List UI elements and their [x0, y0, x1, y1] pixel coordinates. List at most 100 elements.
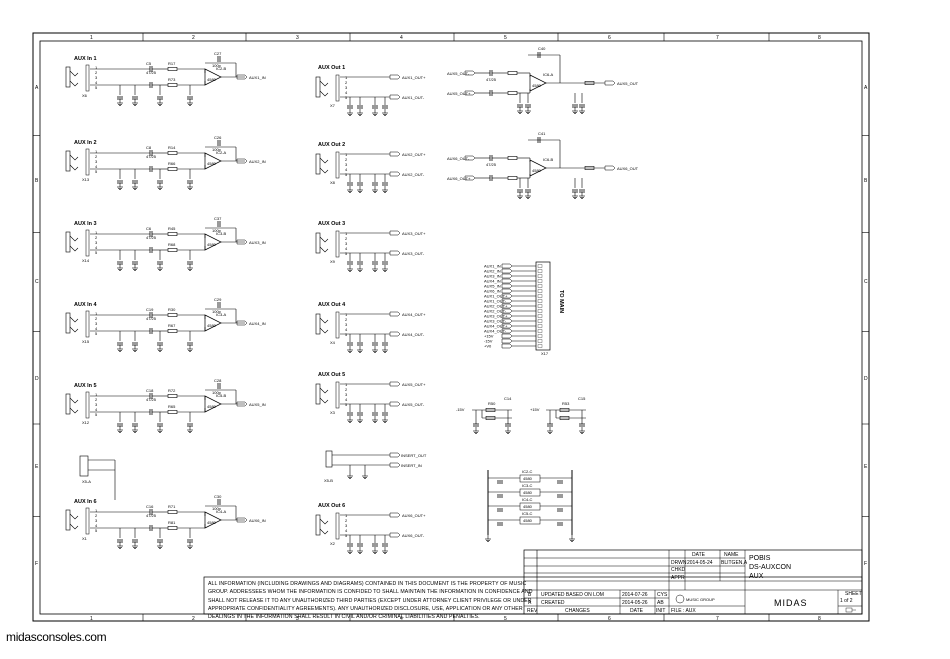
ground-icon	[382, 416, 388, 423]
ground-icon	[157, 345, 163, 352]
net-flag-icon	[501, 323, 513, 329]
capacitor-icon	[157, 261, 163, 265]
capacitor-icon	[132, 423, 138, 427]
resistor-icon	[167, 232, 178, 236]
ruler-col-label: 6	[608, 35, 611, 41]
capacitor-icon	[505, 423, 511, 427]
resistor-icon	[167, 410, 178, 414]
coupling-capacitor-icon	[149, 409, 153, 415]
ruler-col-label: 3	[296, 35, 299, 41]
ground-icon	[347, 346, 353, 353]
capacitor-icon	[382, 105, 388, 109]
pin-number: 2	[345, 387, 348, 392]
capacitor-icon	[347, 412, 353, 416]
pin-number: 3	[345, 392, 348, 397]
net-flag-icon	[501, 288, 513, 294]
connector-pin-icon	[537, 289, 543, 293]
pin-number: 5	[95, 85, 98, 90]
connector-pin-icon	[537, 339, 543, 343]
tb-drwn-name: BLITGEN,A	[721, 560, 748, 566]
ruler-row-label: F	[35, 561, 38, 567]
pin-number: 4	[345, 90, 348, 95]
ground-icon	[525, 107, 531, 114]
capacitor-icon	[157, 423, 163, 427]
pin-number: 1	[95, 508, 98, 513]
pin-number: 1	[345, 152, 348, 157]
ruler-col-label: 4	[400, 35, 403, 41]
pin-number: 2	[345, 236, 348, 241]
output-net-flag-icon	[389, 74, 401, 80]
pin-number: 2	[345, 518, 348, 523]
ruler-col-label: 5	[504, 616, 507, 622]
ic-power-body-icon	[519, 474, 541, 483]
tb-col-changes: CHANGES	[565, 608, 590, 614]
ground-icon	[187, 345, 193, 352]
ground-icon	[117, 264, 123, 271]
diff-output-name: AUX6_OUT	[617, 166, 639, 171]
net-flag-icon	[501, 278, 513, 284]
ground-icon	[362, 472, 368, 479]
connector-pin-name: AUX2_IN	[484, 269, 501, 274]
resistor-ref: R68	[168, 242, 176, 247]
ground-icon	[569, 535, 575, 542]
pin-number: 2	[95, 235, 98, 240]
pin-number: 4	[95, 164, 98, 169]
insert-net-name: INSERT_IN	[401, 463, 422, 468]
input-jack-icon	[65, 148, 90, 176]
connector-pin-name: +15V	[484, 334, 494, 339]
capacitor-icon	[537, 52, 541, 58]
ground-icon	[357, 265, 363, 272]
capacitor-value: 47/25	[486, 77, 497, 82]
jack-ref: X1	[82, 536, 88, 541]
capacitor-value: 100p	[212, 309, 222, 314]
connector-pin-icon	[537, 284, 543, 288]
connector-pin-icon	[537, 299, 543, 303]
ground-icon	[187, 99, 193, 106]
ground-icon	[117, 99, 123, 106]
ground-icon	[547, 427, 553, 434]
opamp-icon	[204, 314, 222, 332]
capacitor-icon	[157, 180, 163, 184]
connector-pin-name: AUX3_OUT-	[484, 319, 507, 324]
pin-number: 5	[95, 250, 98, 255]
tb-sheet-name: AUX	[749, 573, 764, 580]
resistor-icon	[507, 176, 518, 180]
ground-icon	[525, 192, 531, 199]
net-flag-icon	[501, 313, 513, 319]
pin-number: 1	[345, 382, 348, 387]
net-flag-icon	[464, 90, 476, 96]
opamp-part: 4580	[532, 168, 542, 173]
capacitor-icon	[489, 155, 493, 161]
output-net-name: AUX5_OUT-	[402, 402, 425, 407]
net-flag-icon	[389, 462, 401, 468]
output-net-flag-icon	[236, 401, 248, 407]
ground-icon	[157, 426, 163, 433]
capacitor-icon	[372, 261, 378, 265]
capacitor-icon	[557, 494, 563, 498]
ground-icon	[347, 265, 353, 272]
capacitor-icon	[557, 508, 563, 512]
output-net-name: AUX2_IN	[249, 159, 266, 164]
output-jack-icon	[315, 512, 340, 540]
ground-icon	[473, 427, 479, 434]
coupling-capacitor-icon	[149, 166, 153, 172]
ground-icon	[117, 542, 123, 549]
output-title: AUX Out 4	[318, 302, 346, 308]
input-jack-icon	[65, 507, 90, 535]
capacitor-value: 100p	[212, 147, 222, 152]
input-title: AUX In 2	[74, 140, 97, 146]
opamp-icon	[204, 152, 222, 170]
opamp-part: 4580	[207, 520, 217, 525]
connector-pin-icon	[537, 309, 543, 313]
net-flag-icon	[501, 318, 513, 324]
net-flag-icon	[501, 283, 513, 289]
capacitor-icon	[132, 96, 138, 100]
ic-power-body-icon	[519, 502, 541, 511]
ground-icon	[357, 186, 363, 193]
ruler-row-label: D	[35, 376, 39, 382]
pin-number: 5	[345, 533, 348, 538]
output-jack-icon	[315, 74, 340, 102]
capacitor-icon	[382, 543, 388, 547]
